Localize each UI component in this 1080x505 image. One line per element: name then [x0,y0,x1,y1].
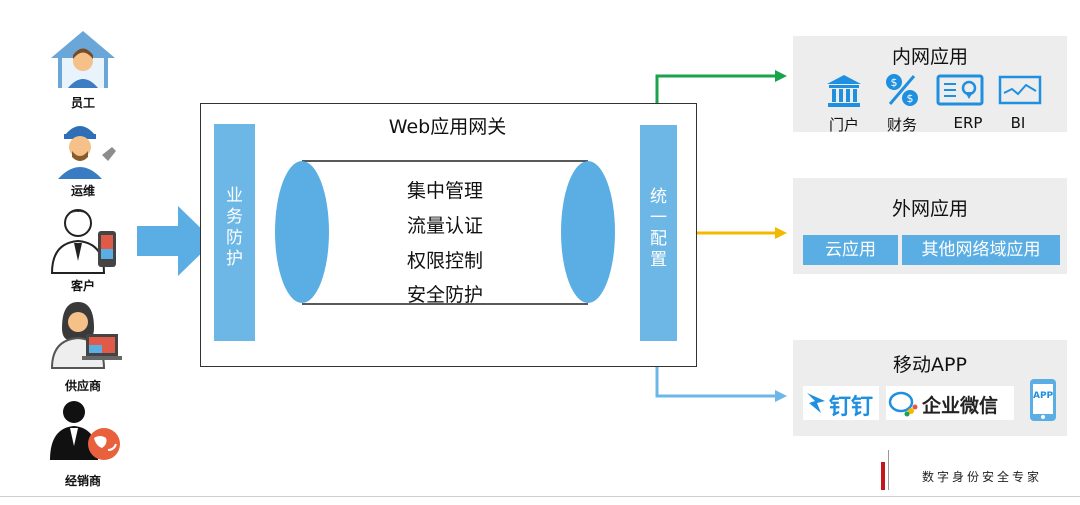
right-bar-char: 一 [650,208,667,228]
customer-icon [50,209,116,274]
unified-config-bar: 统 一 配 置 [640,125,677,341]
app-badge-text: APP [1033,391,1054,401]
right-bar-char: 置 [650,250,667,270]
user-label-employee: 员工 [70,96,95,110]
finance-icon: $ $ [886,74,918,106]
right-bar-char: 配 [650,229,667,249]
footer-slogan: 数字身份安全专家 [922,470,1043,484]
intranet-item-label: 门户 [828,116,859,134]
supplier-icon [50,302,122,369]
user-label-distributor: 经销商 [64,474,101,488]
employee-icon [51,31,115,88]
dingtalk-logo: 钉钉 [803,386,879,420]
function-item: 安全防护 [406,284,483,306]
brand-divider [888,450,889,490]
erp-icon [936,74,984,106]
intranet-item-label: 财务 [886,116,917,134]
other-domain-app-button[interactable]: 其他网络域应用 [902,235,1060,265]
extranet-title: 外网应用 [891,198,968,220]
input-arrow [137,206,214,276]
dingtalk-text: 钉钉 [829,395,874,420]
left-bar-char: 防 [226,228,243,248]
bottom-divider [0,496,1080,497]
wecom-text: 企业微信 [922,395,999,417]
svg-text:$: $ [907,92,914,105]
wecom-icon [888,391,918,417]
wecom-logo: 企业微信 [886,386,1014,420]
app-phone-icon: APP [1029,378,1057,422]
dingtalk-icon [807,393,825,413]
left-bar-char: 业 [226,186,243,206]
maintenance-worker-icon [58,126,116,179]
user-label-customer: 客户 [70,279,95,293]
gateway-cylinder [275,160,615,305]
left-bar-char: 务 [226,207,243,227]
function-item: 流量认证 [406,215,483,237]
distributor-icon [50,401,120,460]
user-label-maintenance: 运维 [70,184,95,198]
business-protection-bar: 业 务 防 护 [214,124,255,341]
intranet-title: 内网应用 [891,46,968,68]
cloud-app-button[interactable]: 云应用 [803,235,898,265]
left-bar-char: 护 [226,249,243,269]
brand-mark [881,462,885,490]
right-bar-char: 统 [650,187,667,207]
intranet-item-label: BI [1010,114,1026,132]
intranet-item-label: ERP [953,114,983,132]
mobile-title: 移动APP [893,354,967,376]
portal-icon [827,75,861,107]
bi-chart-icon [998,75,1042,105]
svg-text:$: $ [891,76,898,89]
gateway-title: Web应用网关 [388,116,507,138]
function-item: 集中管理 [406,180,483,202]
user-label-supplier: 供应商 [64,379,101,393]
function-item: 权限控制 [406,250,483,272]
